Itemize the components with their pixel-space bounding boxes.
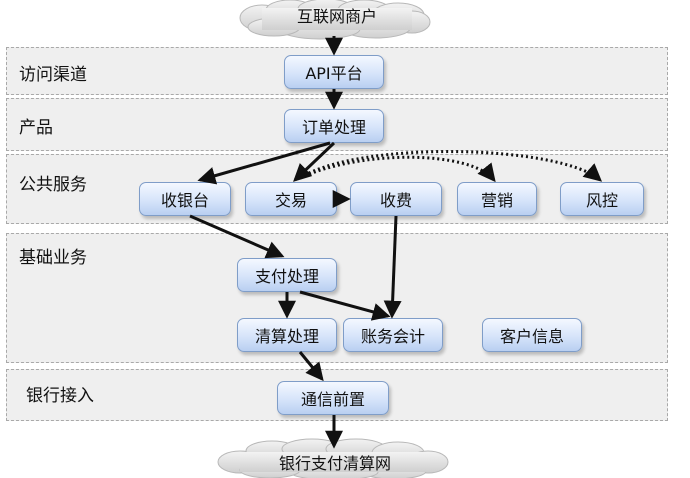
node-api-platform: API平台 xyxy=(284,55,384,89)
layer-label-product: 产品 xyxy=(19,118,53,138)
cloud-bank-network: 银行支付清算网 xyxy=(278,454,391,473)
node-order-processing: 订单处理 xyxy=(284,109,384,143)
layer-label-basic-business: 基础业务 xyxy=(19,248,87,268)
node-marketing: 营销 xyxy=(457,182,537,216)
node-payment-processing: 支付处理 xyxy=(237,258,337,292)
cloud-merchants: 互联网商户 xyxy=(296,7,377,26)
node-communication-frontend: 通信前置 xyxy=(277,381,389,415)
layer-label-bank-access: 银行接入 xyxy=(26,386,94,406)
node-clearing-processing: 清算处理 xyxy=(237,318,337,352)
node-account-accounting: 账务会计 xyxy=(343,318,443,352)
node-transaction: 交易 xyxy=(245,182,337,216)
node-customer-info: 客户信息 xyxy=(482,318,582,352)
node-charging: 收费 xyxy=(350,182,442,216)
layer-label-access: 访问渠道 xyxy=(19,65,87,85)
layer-label-public-service: 公共服务 xyxy=(19,175,87,195)
node-cashier: 收银台 xyxy=(139,182,231,216)
node-risk-control: 风控 xyxy=(560,182,644,216)
